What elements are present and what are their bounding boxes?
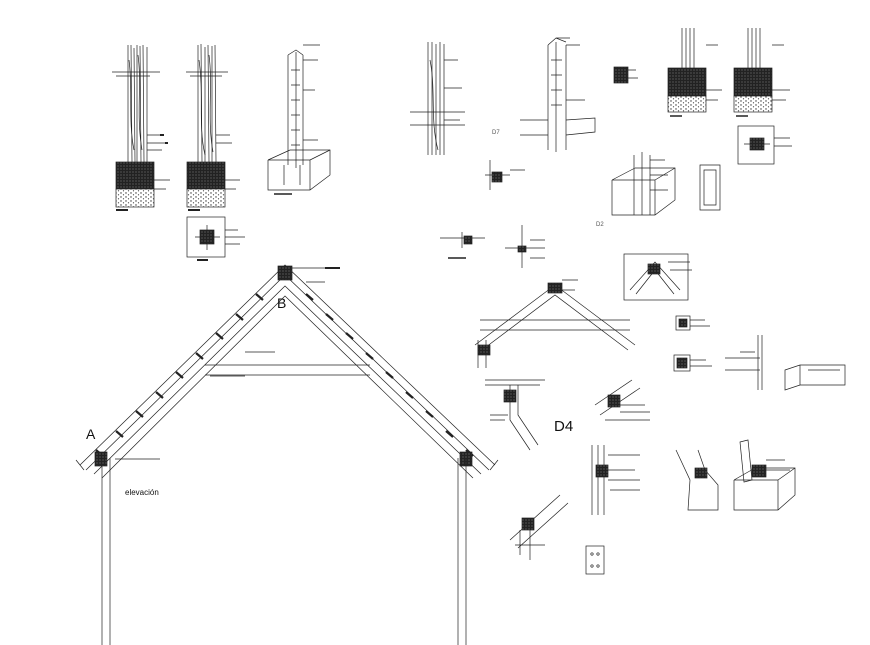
connector-detail-left [186, 216, 245, 261]
point-b-label: B [277, 295, 287, 311]
detail-d4-drawing [485, 379, 545, 451]
ridge-detail-box [623, 253, 692, 301]
column-beam-junction [520, 37, 596, 152]
column-detail-4 [733, 28, 790, 117]
small-truss-detail [474, 279, 636, 368]
small-section-detail [613, 66, 638, 84]
wall-connection-detail [591, 445, 640, 515]
misc-details-right [673, 315, 846, 391]
detail-d7-drawing [485, 160, 525, 190]
plate-detail [585, 545, 605, 575]
point-a-label: A [86, 426, 96, 442]
column-elevation-middle [410, 42, 465, 155]
column-detail-2 [186, 43, 240, 211]
column-footing-isometric-2 [611, 152, 721, 216]
column-detail-1 [112, 44, 170, 211]
connector-detail-right [737, 125, 792, 165]
elevation-label: elevación [125, 488, 159, 497]
roof-elevation [75, 264, 499, 645]
column-base-iso-details [675, 439, 796, 511]
detail-d4-label: D4 [554, 418, 574, 435]
detail-d7-label: D7 [492, 130, 500, 136]
connection-details-mid [440, 225, 545, 268]
detail-d2-label: D2 [596, 222, 604, 228]
column-footing-isometric [267, 44, 331, 195]
column-detail-3 [667, 28, 722, 117]
eave-detail-d4 [594, 379, 650, 421]
diagonal-brace-detail [509, 494, 569, 560]
